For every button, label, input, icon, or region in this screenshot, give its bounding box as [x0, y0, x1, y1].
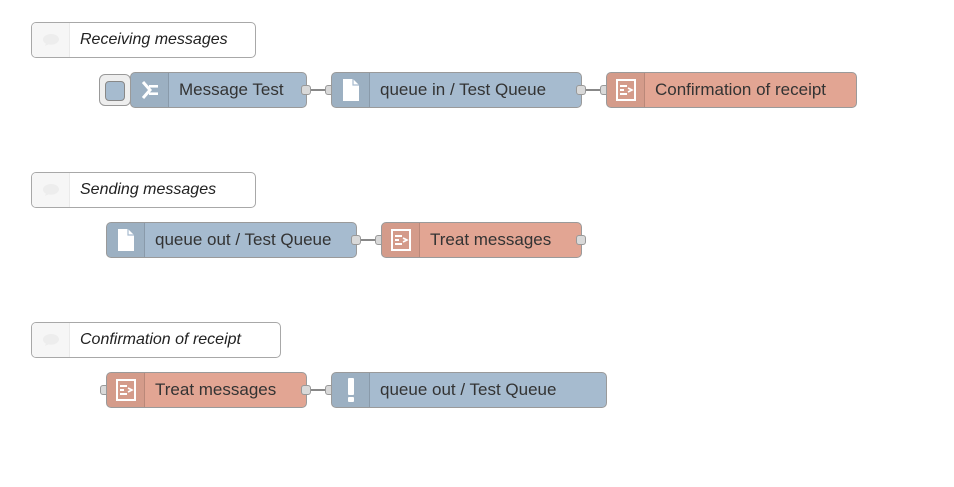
comment-label: Receiving messages	[80, 31, 228, 48]
alert-icon	[332, 373, 370, 407]
file-icon	[332, 73, 370, 107]
node-label: Treat messages	[430, 230, 552, 249]
function-node-confirmation[interactable]: Confirmation of receipt	[606, 72, 857, 108]
output-port[interactable]	[351, 235, 361, 245]
node-label: queue in / Test Queue	[380, 80, 547, 99]
output-port[interactable]	[301, 385, 311, 395]
comment-label: Confirmation of receipt	[80, 331, 241, 348]
comment-node-confirmation[interactable]: Confirmation of receipt	[31, 322, 281, 358]
function-node-treat-messages[interactable]: Treat messages	[381, 222, 582, 258]
function-icon	[107, 373, 145, 407]
wire[interactable]	[311, 389, 326, 391]
node-label: Treat messages	[155, 380, 277, 399]
wire[interactable]	[586, 89, 601, 91]
inject-node-message-test[interactable]: Message Test	[130, 72, 307, 108]
node-label: Message Test	[179, 80, 284, 99]
output-port[interactable]	[301, 85, 311, 95]
wire[interactable]	[311, 89, 326, 91]
arrow-in-icon	[131, 73, 169, 107]
comment-node-sending[interactable]: Sending messages	[31, 172, 256, 208]
queue-in-node[interactable]: queue in / Test Queue	[331, 72, 582, 108]
comment-icon	[32, 23, 70, 57]
comment-node-receiving[interactable]: Receiving messages	[31, 22, 256, 58]
function-icon	[607, 73, 645, 107]
comment-icon	[32, 323, 70, 357]
node-label: Confirmation of receipt	[655, 80, 827, 99]
queue-out-alert-node[interactable]: queue out / Test Queue	[331, 372, 607, 408]
function-icon	[382, 223, 420, 257]
file-icon	[107, 223, 145, 257]
comment-icon	[32, 173, 70, 207]
node-label: queue out / Test Queue	[380, 380, 557, 399]
function-node-treat-messages-2[interactable]: Treat messages	[106, 372, 307, 408]
inject-trigger-button-inner	[105, 81, 125, 101]
output-port[interactable]	[576, 85, 586, 95]
inject-trigger-button[interactable]	[99, 74, 131, 106]
queue-out-node[interactable]: queue out / Test Queue	[106, 222, 357, 258]
wire[interactable]	[361, 239, 376, 241]
comment-label: Sending messages	[80, 181, 217, 198]
output-port[interactable]	[576, 235, 586, 245]
node-label: queue out / Test Queue	[155, 230, 332, 249]
